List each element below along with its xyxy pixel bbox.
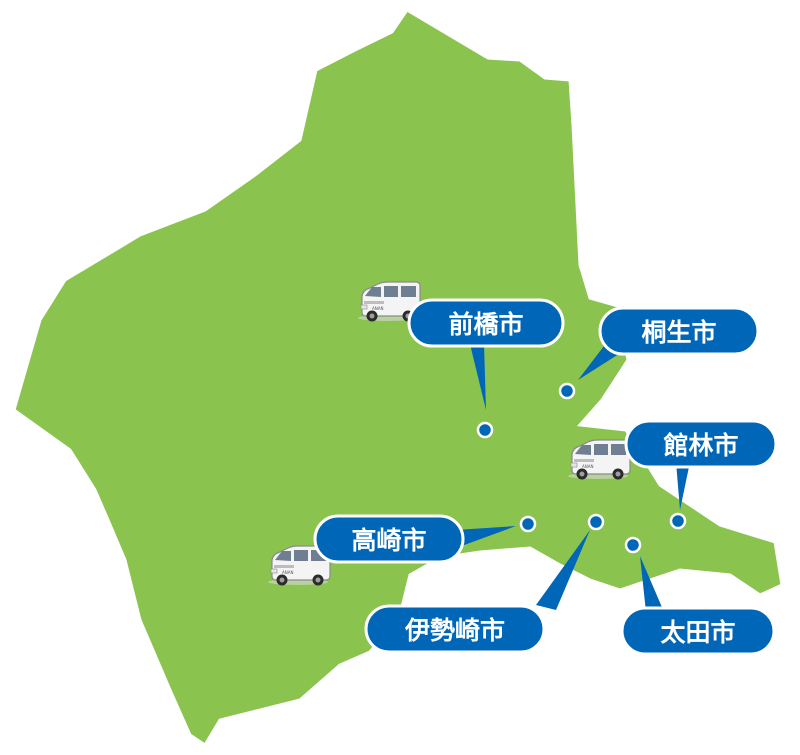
- callout-tail-kiryu: [578, 346, 622, 380]
- city-marker-maebashi[interactable]: [476, 421, 494, 439]
- city-label-ota: 太田市: [660, 618, 735, 647]
- callout-tail-isesaki: [536, 530, 590, 610]
- callout-tail-takasaki: [456, 526, 516, 548]
- city-marker-tatebayashi[interactable]: [669, 512, 687, 530]
- callout-box-isesaki[interactable]: [364, 604, 546, 654]
- callout-tail-tatebayashi: [676, 462, 690, 510]
- city-marker-takasaki[interactable]: [519, 515, 537, 533]
- city-label-isesaki: 伊勢崎市: [404, 616, 505, 645]
- city-label-tatebayashi: 館林市: [663, 431, 738, 460]
- city-label-takasaki: 高崎市: [351, 526, 426, 555]
- callout-tail-ota: [640, 556, 664, 612]
- city-label-maebashi: 前橋市: [448, 310, 523, 339]
- callout-box-tatebayashi[interactable]: [624, 419, 778, 469]
- callout-box-kiryu[interactable]: [598, 306, 760, 356]
- callout-box-ota[interactable]: [620, 606, 776, 656]
- callout-tail-maebashi: [470, 344, 486, 410]
- city-marker-isesaki[interactable]: [587, 513, 605, 531]
- city-marker-kiryu[interactable]: [558, 382, 576, 400]
- callout-box-maebashi[interactable]: [407, 298, 565, 348]
- city-label-kiryu: 桐生市: [641, 318, 716, 347]
- callout-box-takasaki[interactable]: [313, 514, 465, 564]
- city-marker-ota[interactable]: [624, 536, 642, 554]
